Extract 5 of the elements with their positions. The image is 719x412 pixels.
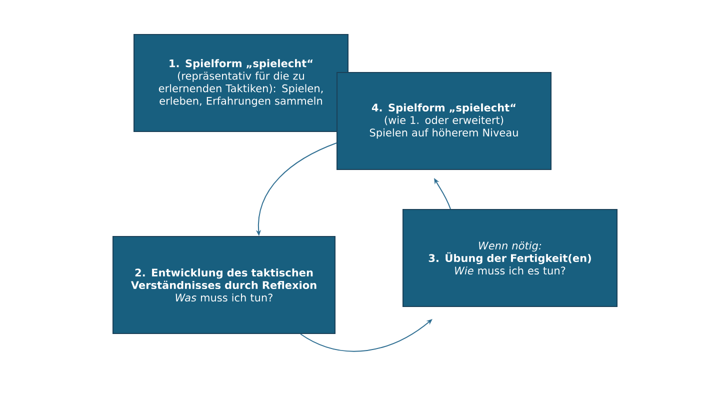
curved-arrow: [300, 319, 432, 352]
process-box: 2. Entwicklung des taktischen Verständnisses durch Reflexion Was muss ich tun?: [112, 236, 336, 334]
process-box: Wenn nötig: 3. Übung der Fertigkeit(en) Wie muss ich es tun?: [402, 209, 618, 307]
process-box: 1. Spielform „spielecht“ (repräsentativ für die zu erlernenden Taktiken): Spielen, erleben, Erfahrungen sammeln: [134, 34, 348, 132]
process-box: 4. Spielform „spielecht“ (wie 1. oder erweitert) Spielen auf höherem Niveau: [336, 72, 552, 170]
